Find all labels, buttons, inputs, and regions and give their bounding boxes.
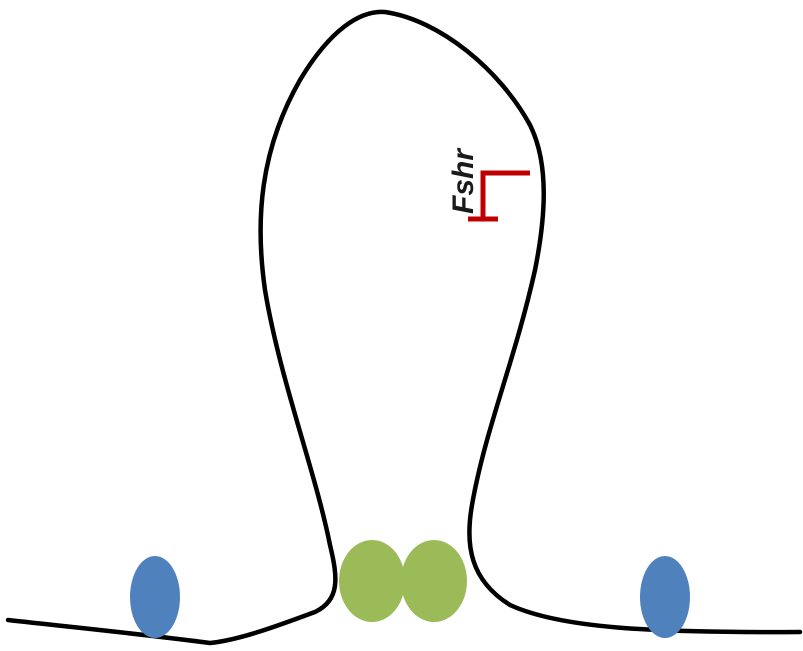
flanking-protein-left: [130, 556, 180, 638]
flanking-protein-right: [640, 556, 690, 638]
anchor-protein-left: [339, 540, 405, 622]
anchor-protein-right: [401, 540, 467, 622]
chromatin-loop-fiber: [8, 12, 800, 643]
gene-label-fshr: Fshr: [447, 147, 480, 214]
